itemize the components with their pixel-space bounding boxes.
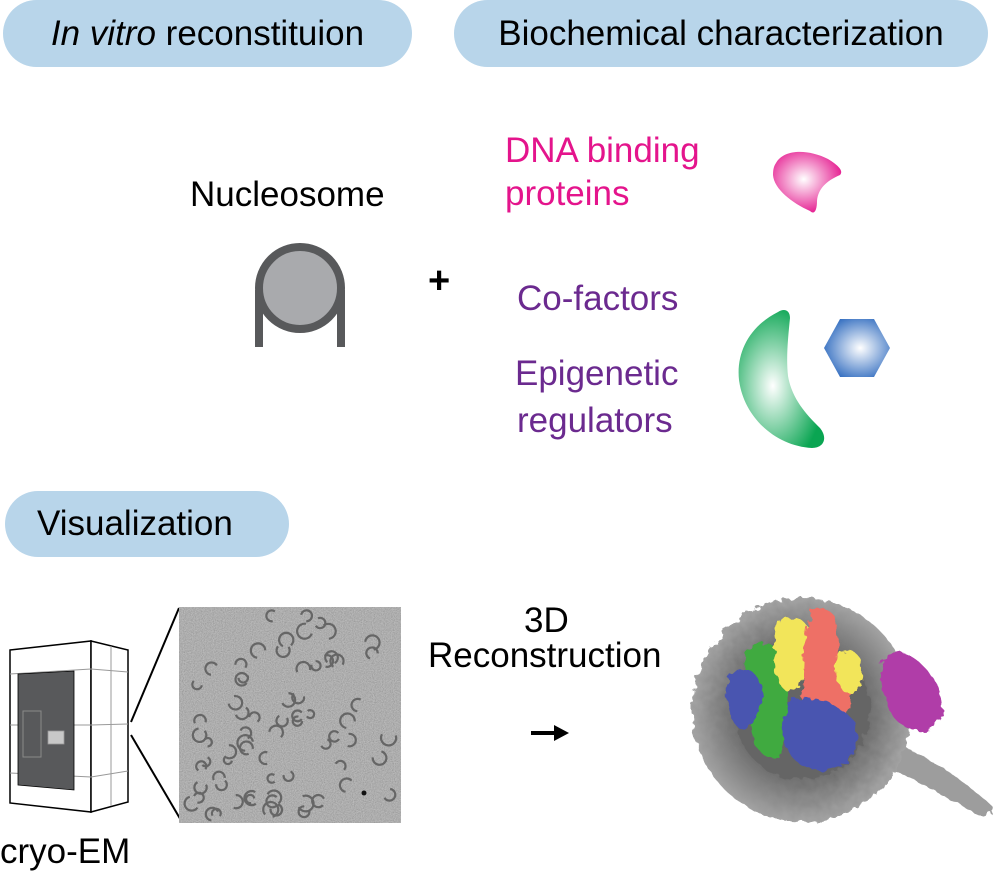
particle xyxy=(296,622,313,640)
particle xyxy=(204,661,218,676)
particle xyxy=(222,755,233,766)
cofactor-hexagon-icon xyxy=(824,319,890,377)
particle xyxy=(291,709,303,723)
histone-core xyxy=(255,243,345,333)
subunit-yellow xyxy=(774,618,811,691)
particle xyxy=(203,736,213,748)
particle xyxy=(314,616,327,630)
particle xyxy=(201,756,212,768)
particle xyxy=(322,622,337,640)
section-pill-biochemical-characterization: Biochemical characterization xyxy=(454,0,988,67)
microscope-panel xyxy=(17,670,75,791)
cryo-em-label: cryo-EM xyxy=(0,832,131,871)
particle xyxy=(265,609,276,623)
particle xyxy=(323,654,335,668)
right-arrow-icon xyxy=(531,725,569,741)
particle xyxy=(310,660,322,672)
particle xyxy=(324,650,339,665)
particle xyxy=(193,781,208,795)
cryo-em-microscope-icon xyxy=(9,640,129,813)
plus-sign: + xyxy=(428,260,451,302)
particle xyxy=(305,709,316,720)
particle xyxy=(248,711,261,723)
particle xyxy=(245,793,256,805)
step-label-reconstruction: Reconstruction xyxy=(428,636,662,675)
particle xyxy=(383,787,397,802)
particle xyxy=(183,795,199,812)
epigenetic-label-line2: regulators xyxy=(517,401,673,440)
particle xyxy=(329,653,345,668)
epigenetic-label-line1: Epigenetic xyxy=(515,354,679,393)
particle xyxy=(300,609,314,623)
particle xyxy=(210,807,222,817)
particle xyxy=(365,646,379,660)
particle xyxy=(191,727,208,743)
subunit-blue-bottom xyxy=(783,698,858,771)
step-label-3d: 3D xyxy=(524,601,569,640)
particle xyxy=(191,680,203,691)
particle xyxy=(350,697,362,713)
particle xyxy=(379,733,398,747)
section-pill-in-vitro-reconstitution: In vitro reconstituion xyxy=(3,0,412,67)
cryo-em-micrograph xyxy=(179,607,401,823)
particle xyxy=(334,759,347,771)
dna-binding-label-line1: DNA binding xyxy=(505,131,700,170)
particle xyxy=(195,760,208,772)
particle xyxy=(266,789,283,805)
particle xyxy=(227,695,244,711)
particle xyxy=(347,732,357,748)
particle xyxy=(215,779,228,792)
particle xyxy=(297,805,311,819)
particle xyxy=(371,750,388,766)
particle xyxy=(262,800,280,818)
particle xyxy=(295,661,312,673)
cryo-em-density-map xyxy=(692,598,992,822)
nucleosome-icon xyxy=(255,243,345,347)
italic-in-vitro: In vitro xyxy=(50,13,156,53)
particle xyxy=(233,794,244,810)
biochemical-text: Biochemical characterization xyxy=(498,13,944,53)
particle xyxy=(297,794,315,813)
visualization-text: Visualization xyxy=(37,504,233,543)
particle xyxy=(278,631,295,648)
particle xyxy=(243,789,257,807)
particle xyxy=(265,794,279,809)
particle xyxy=(281,691,297,708)
microscope-side-face xyxy=(90,640,129,813)
particle xyxy=(225,744,238,760)
nucleosome-label: Nucleosome xyxy=(190,175,385,214)
subunit-magenta xyxy=(881,652,943,732)
particle xyxy=(234,671,249,687)
particle xyxy=(266,773,276,784)
particle xyxy=(320,738,332,750)
particle xyxy=(238,740,254,756)
particle xyxy=(234,706,250,721)
subunit-blue-left xyxy=(727,668,762,728)
section-pill-visualization: Visualization xyxy=(5,491,289,557)
particle xyxy=(291,715,304,727)
particle xyxy=(364,634,381,651)
particle xyxy=(338,777,353,793)
particle xyxy=(237,675,250,684)
particle xyxy=(234,657,248,669)
dna-binding-protein-icon xyxy=(773,151,842,213)
particle xyxy=(275,645,291,659)
particle xyxy=(282,770,295,783)
particle xyxy=(212,770,226,781)
particle xyxy=(328,730,340,743)
dna-tail xyxy=(890,742,992,817)
epigenetic-regulator-crescent-icon xyxy=(738,310,825,448)
particle xyxy=(339,712,356,730)
particle xyxy=(236,734,254,752)
particle xyxy=(275,714,289,728)
particle xyxy=(249,642,267,659)
particle xyxy=(193,791,205,804)
particle xyxy=(193,713,207,724)
subunit-yellow-right xyxy=(836,650,863,694)
particle xyxy=(258,750,268,766)
particle xyxy=(269,803,284,817)
cofactors-label: Co-factors xyxy=(517,279,679,318)
reconstitution-text: reconstituion xyxy=(155,13,365,53)
dna-binding-label-line2: proteins xyxy=(505,174,630,213)
